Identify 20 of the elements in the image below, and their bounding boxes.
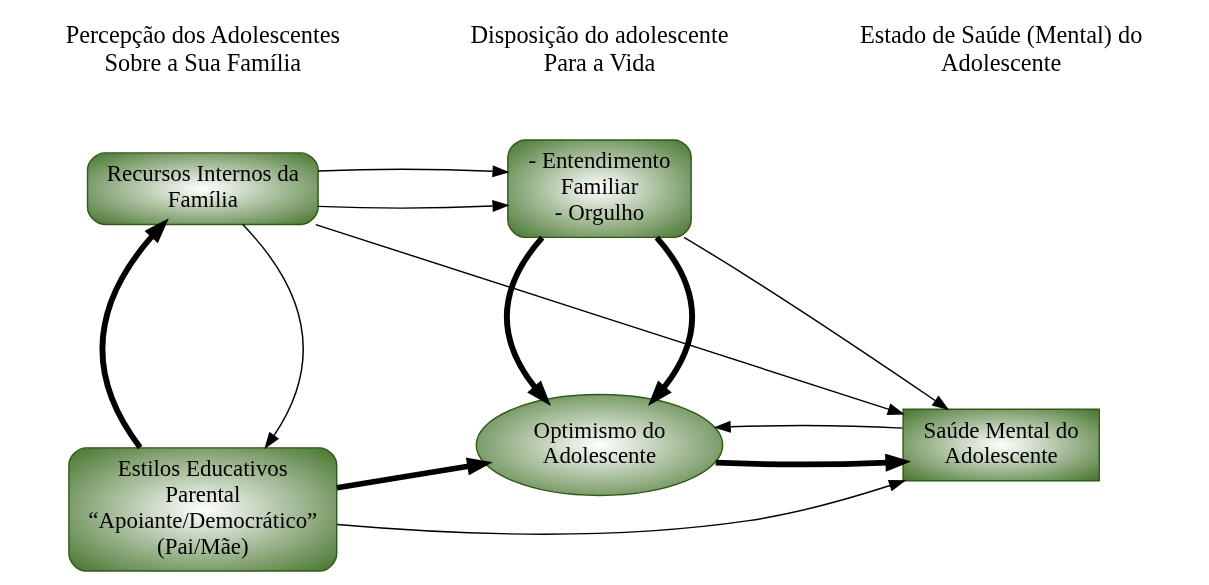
node-box: Estilos Educativos Parental “Apoiante/Democrático” (Pai/Mãe) (68, 447, 338, 572)
arrow (715, 453, 912, 472)
arrow (713, 420, 904, 433)
node-ellipse: Optimismo do Adolescente (475, 393, 724, 497)
arrow (504, 235, 551, 406)
arrow (317, 165, 510, 178)
arrow (336, 457, 493, 491)
node-box: - Entendimento Familiar - Orgulho (507, 139, 692, 239)
node-box: Saúde Mental do Adolescente (902, 408, 1100, 482)
arrow (99, 218, 169, 450)
label: Percepção dos Adolescentes Sobre a Sua Família (65, 21, 340, 76)
arrow (242, 223, 304, 450)
arrow (336, 479, 907, 535)
node-box: Recursos Internos da Família (86, 152, 319, 226)
label: Disposição do adolescente Para a Vida (470, 21, 729, 76)
label: Estado de Saúde (Mental) do Adolescente (859, 21, 1143, 76)
arrow (683, 236, 950, 411)
arrow (647, 235, 695, 406)
arrow (317, 200, 510, 213)
arrow (314, 223, 905, 415)
